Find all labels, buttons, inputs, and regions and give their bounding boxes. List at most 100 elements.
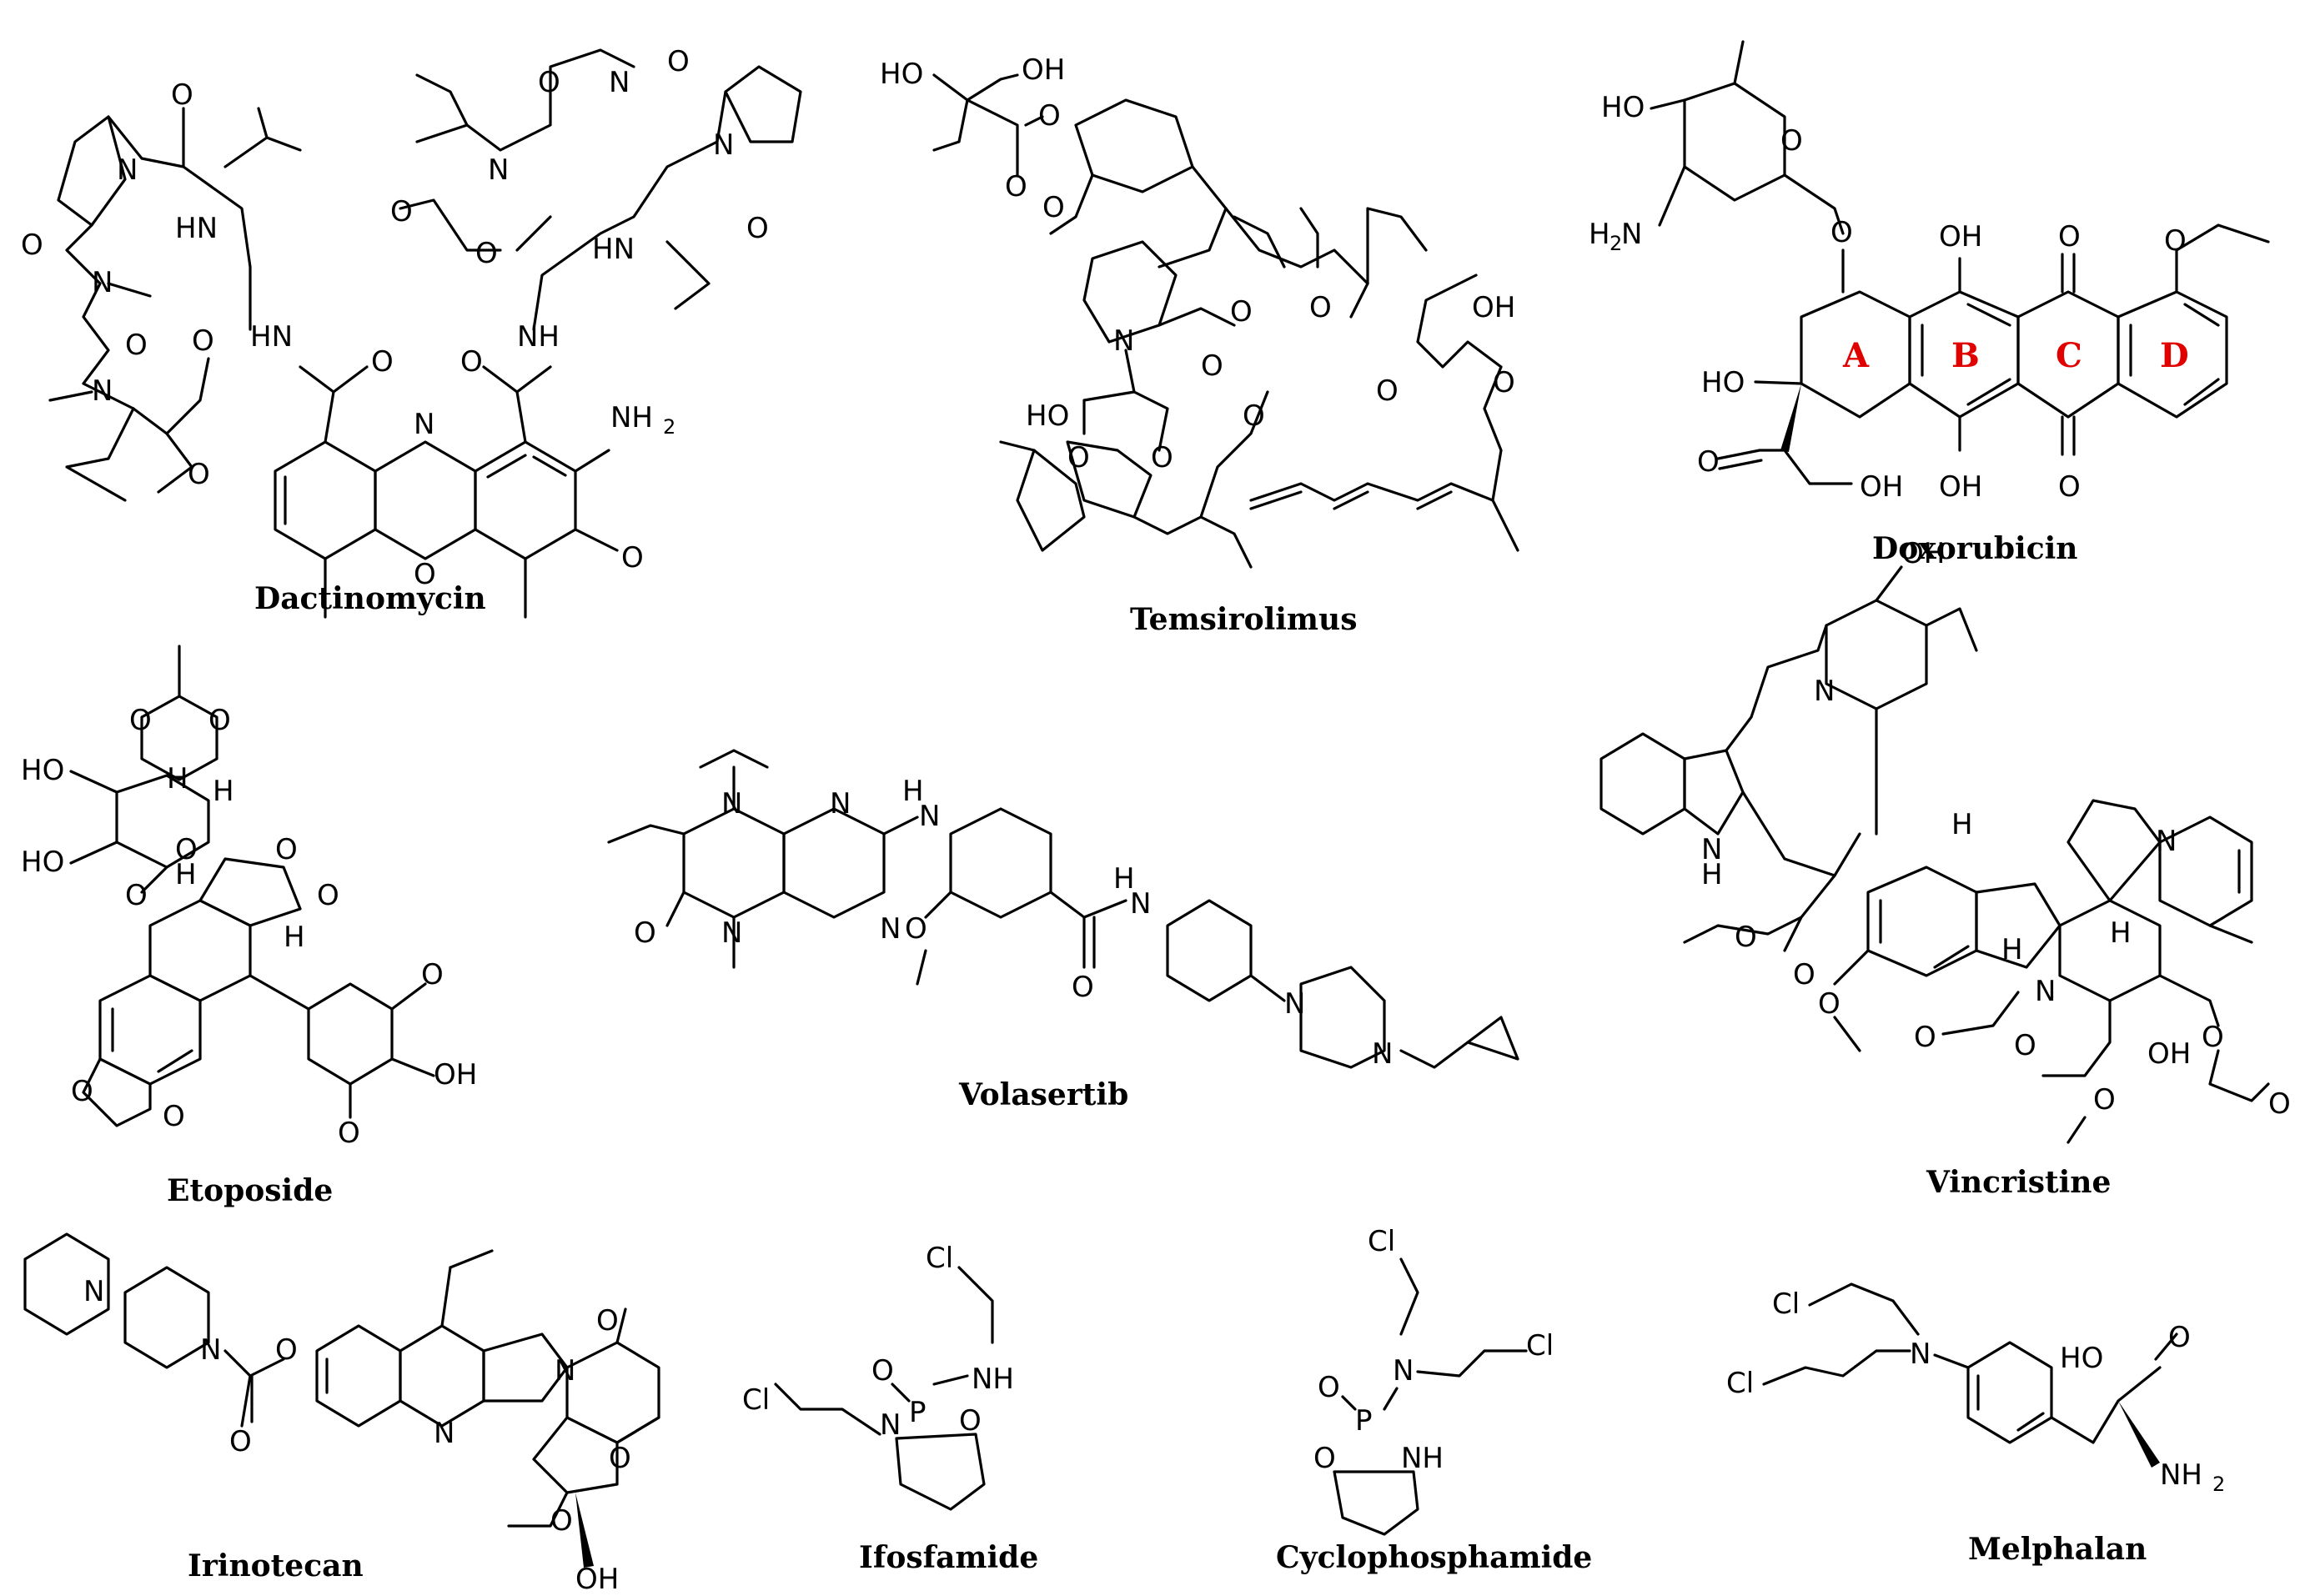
caption-cyclophosphamide: Cyclophosphamide [1276,1540,1592,1575]
atom-o: O [746,212,769,245]
melphalan-structure: Cl Cl N O HO NH 2 [1726,1282,2225,1496]
ring-label-d: D [2160,336,2189,375]
caption-melphalan: Melphalan [1968,1532,2147,1567]
atom-o: O [338,1117,360,1150]
atom-o: O [1318,1371,1340,1404]
atom-o: O [596,1304,619,1338]
atom-n: N [919,800,940,833]
atom-oh: OH [1901,537,1945,570]
atom-n: N [1910,1338,1931,1371]
atom-oh: OH [1472,291,1515,324]
atom-subscript: 2 [1609,232,1622,255]
atom-n: N [1393,1354,1414,1388]
atom-nh2: NH [610,401,653,434]
atom-o: O [71,1075,93,1108]
atom-o: O [275,1333,298,1367]
atom-o: O [1697,445,1720,479]
atom-cl: Cl [926,1242,953,1275]
atom-cl: Cl [1526,1329,1554,1363]
atom-o: O [2058,470,2081,504]
atom-p: P [909,1396,927,1429]
temsirolimus-structure: HO OH O O O N O O O O HO O O [880,53,1519,569]
atom-hn: HN [592,233,635,266]
atom-hn: HN [175,212,218,245]
caption-dactinomycin: Dactinomycin [254,581,486,616]
atom-n: N [721,787,742,821]
atom-o: O [1313,1442,1336,1475]
atom-n: N [1130,887,1151,921]
doxorubicin-structure: HO H 2 N O O OH OH O O [1589,40,2270,504]
atom-oh: OH [575,1563,619,1596]
atom-o: O [171,78,193,112]
atom-o: O [1830,216,1853,249]
atom-n: N [488,153,509,187]
caption-etoposide: Etoposide [167,1173,333,1208]
atom-n: N [1701,833,1722,866]
atom-o: O [460,345,483,379]
atom-oh: OH [2147,1037,2191,1071]
atom-o: O [1201,349,1223,383]
atom-o: O [175,833,198,866]
atom-o: O [1230,295,1253,329]
etoposide-structure: O O H H O HO HO O H O O H O O O OH O [21,645,477,1150]
atom-o: O [475,237,498,270]
atom-ho: HO [1601,91,1645,124]
atom-o: O [2202,1021,2224,1054]
atom-subscript: 2 [663,415,675,439]
atom-ho: HO [21,846,64,879]
vincristine-structure: N H N OH H O O O N H O H N OH O O [1599,537,2291,1144]
caption-irinotecan: Irinotecan [188,1548,364,1583]
atom-o: O [414,558,436,591]
atom-o: O [871,1354,894,1388]
atom-n: N [117,153,138,187]
atom-n: N [92,374,113,408]
atom-oh: OH [1860,470,1903,504]
atom-ho: HO [2060,1342,2103,1375]
caption-doxorubicin: Doxorubicin [1872,531,2077,566]
atom-nh: NH [972,1363,1014,1396]
atom-o: O [1793,958,1815,991]
atom-o: O [1005,170,1027,203]
atom-oh: OH [1022,53,1065,87]
atom-o: O [1818,987,1840,1021]
irinotecan-structure: N N O O N N O O O OH [23,1232,660,1596]
atom-o: O [2268,1087,2291,1121]
atom-o: O [125,329,148,362]
atom-n: N [200,1333,221,1367]
atom-o: O [1042,191,1065,224]
atom-h: H [2001,933,2023,966]
atom-o: O [188,458,210,491]
atom-h: H [1701,858,1723,891]
atom-n: N [2035,975,2056,1008]
atom-n: N [414,408,434,441]
atom-o: O [371,345,394,379]
atom-o: O [1376,374,1399,408]
atom-o: O [905,912,927,946]
atom-h2n: H [1589,218,1610,251]
atom-oh: OH [434,1058,477,1092]
atom-n: N [1284,987,1305,1021]
atom-ho: HO [880,58,923,91]
atom-o: O [125,879,148,912]
atom-o: O [229,1425,252,1458]
atom-o: O [390,195,413,228]
atom-n: N [555,1354,575,1388]
atom-o: O [2168,1321,2191,1354]
atom-hn: HN [250,320,293,354]
atom-o: O [959,1404,982,1438]
caption-temsirolimus: Temsirolimus [1130,602,1357,637]
atom-ho: HO [1701,366,1745,399]
ifosfamide-structure: Cl NH O P O N Cl [742,1242,1014,1511]
atom-n: N [880,912,901,946]
atom-ho: HO [1026,399,1069,433]
atom-o: O [1309,291,1332,324]
atom-o: O [1243,399,1265,433]
volasertib-structure: N N N N O H N O O H N N N [607,749,1519,1071]
atom-o: O [192,324,214,358]
atom-o: O [1780,124,1803,158]
atom-o: O [2093,1083,2116,1117]
atom-n: N [713,128,734,162]
atom-h: H [1113,862,1135,896]
atom-h: H [284,921,305,954]
atom-h: H [1951,808,1973,841]
